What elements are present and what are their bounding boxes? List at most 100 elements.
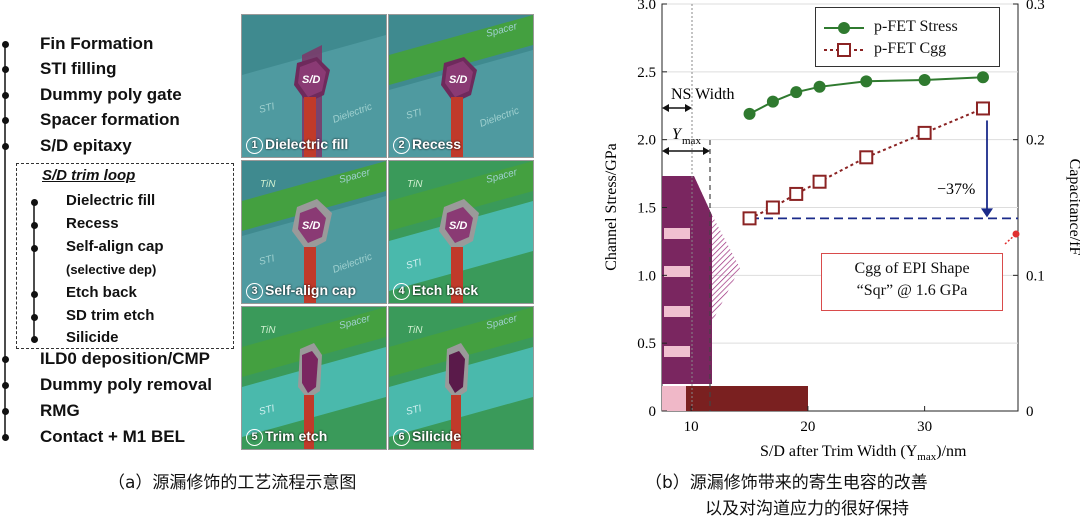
tile-number: 4 [393,283,410,300]
timeline-dot [2,92,9,99]
legend-label-cgg: p-FET Cgg [874,40,947,57]
series-group [742,71,990,226]
timeline-dot [2,434,9,441]
tile-text-sd: S/D [302,74,320,86]
tile-text-tin: TiN [407,179,423,190]
loop-step-sd-trim-etch: SD trim etch [66,307,155,324]
arrow-head [662,147,669,155]
nanosheet [664,306,690,317]
timeline-dot [2,382,9,389]
tile-text-sd: S/D [449,74,467,86]
tile-text-sti: STI [405,403,423,418]
stress-data-point [766,95,779,108]
step-ild0-deposition: ILD0 deposition/CMP [40,349,210,368]
x-axis-label-main: S/D after Trim Width (Y [760,443,918,460]
legend-markers [824,22,864,57]
y-right-tick-label: 0.1 [1026,268,1045,284]
cgg-annotation-box: Cgg of EPI Shape “Sqr” @ 1.6 GPa [821,253,1003,311]
tile-label: Silicide [412,428,462,445]
nanosheet [664,228,690,239]
tile-label: Dielectric fill [265,136,349,153]
timeline-dot [2,66,9,73]
nanosheet [664,266,690,277]
arrow-head [703,147,710,155]
tile-text-sti: STI [258,101,276,116]
arrow-head [685,104,692,112]
step-fin-formation: Fin Formation [40,34,154,53]
caption-b-line2: 以及对沟道应力的很好保持 [705,499,909,519]
tile-number: 6 [393,429,410,446]
stress-data-point [743,107,756,120]
loop-step-self-align-cap: Self-align cap [66,238,164,255]
step-rmg: RMG [40,401,80,420]
tile-text-sti: STI [258,253,276,268]
stress-data-point [976,71,989,84]
tile-text-tin: TiN [407,325,423,336]
y-axis-left-label: Channel Stress/GPa [603,143,620,271]
x-axis-label-sub: max [917,451,936,463]
y-left-tick-label: 2.0 [637,133,656,149]
y-right-tick-label: 0 [1026,404,1034,420]
step-contact-m1-bel: Contact + M1 BEL [40,427,185,446]
tile-number: 3 [246,283,263,300]
x-tick-label: 30 [917,419,932,435]
loop-dot [31,199,38,206]
y-axis-right-label: Capacitance/fF [1066,159,1080,256]
timeline-dot [2,143,9,150]
caption-b-line1: （b）源漏修饰带来的寄生电容的改善 [645,473,928,493]
panel-a-process-flow: Fin Formation STI filling Dummy poly gat… [0,0,534,493]
y-left-tick-label: 3.0 [637,0,656,13]
tile-number: 2 [393,137,410,154]
loop-step-silicide: Silicide [66,329,119,346]
tile-text-sd: S/D [449,220,467,232]
sd-trim-loop-box [16,163,234,349]
cgg-data-point [859,150,874,165]
tile-label: Etch back [412,282,479,299]
stress-capacitance-chart: NS Width Y max −37% 00.51.01.52.02.53.00… [603,0,1080,463]
chart-legend: p-FET Stress p-FET Cgg [815,7,1000,67]
tile-text-sd: S/D [302,220,320,232]
annotation-line1: Cgg of EPI Shape [854,260,970,277]
sqr-pointer [1004,233,1017,245]
cgg-data-point [812,174,827,189]
loop-step-selective-dep: (selective dep) [66,262,157,277]
stress-data-point [918,73,931,86]
tile-text-tin: TiN [260,179,276,190]
process-flow-list: Fin Formation STI filling Dummy poly gat… [0,0,240,470]
timeline-dot [2,408,9,415]
reduction-label: −37% [937,181,975,198]
stress-data-point [860,75,873,88]
y-left-tick-label: 0 [649,404,657,420]
loop-dot [31,291,38,298]
tile-label: Trim etch [265,428,328,445]
x-tick-label: 20 [800,419,815,435]
timeline-dot [2,41,9,48]
y-right-tick-label: 0.3 [1026,0,1045,13]
tile-number: 1 [246,137,263,154]
timeline-dot [2,356,9,363]
step-sti-filling: STI filling [40,59,117,78]
loop-dot [31,336,38,343]
cgg-data-point [765,200,780,215]
nanosheet [664,346,690,357]
tile-text-sti: STI [258,403,276,418]
step-dummy-poly-gate: Dummy poly gate [40,85,182,104]
y-left-tick-label: 1.0 [637,268,656,284]
step-dummy-poly-removal: Dummy poly removal [40,375,212,394]
arrow-head [981,208,993,218]
stress-data-point [790,86,803,99]
tile-label: Recess [412,136,462,153]
cgg-data-point [917,125,932,140]
step-spacer-formation: Spacer formation [40,110,180,129]
cgg-data-point [975,101,990,116]
